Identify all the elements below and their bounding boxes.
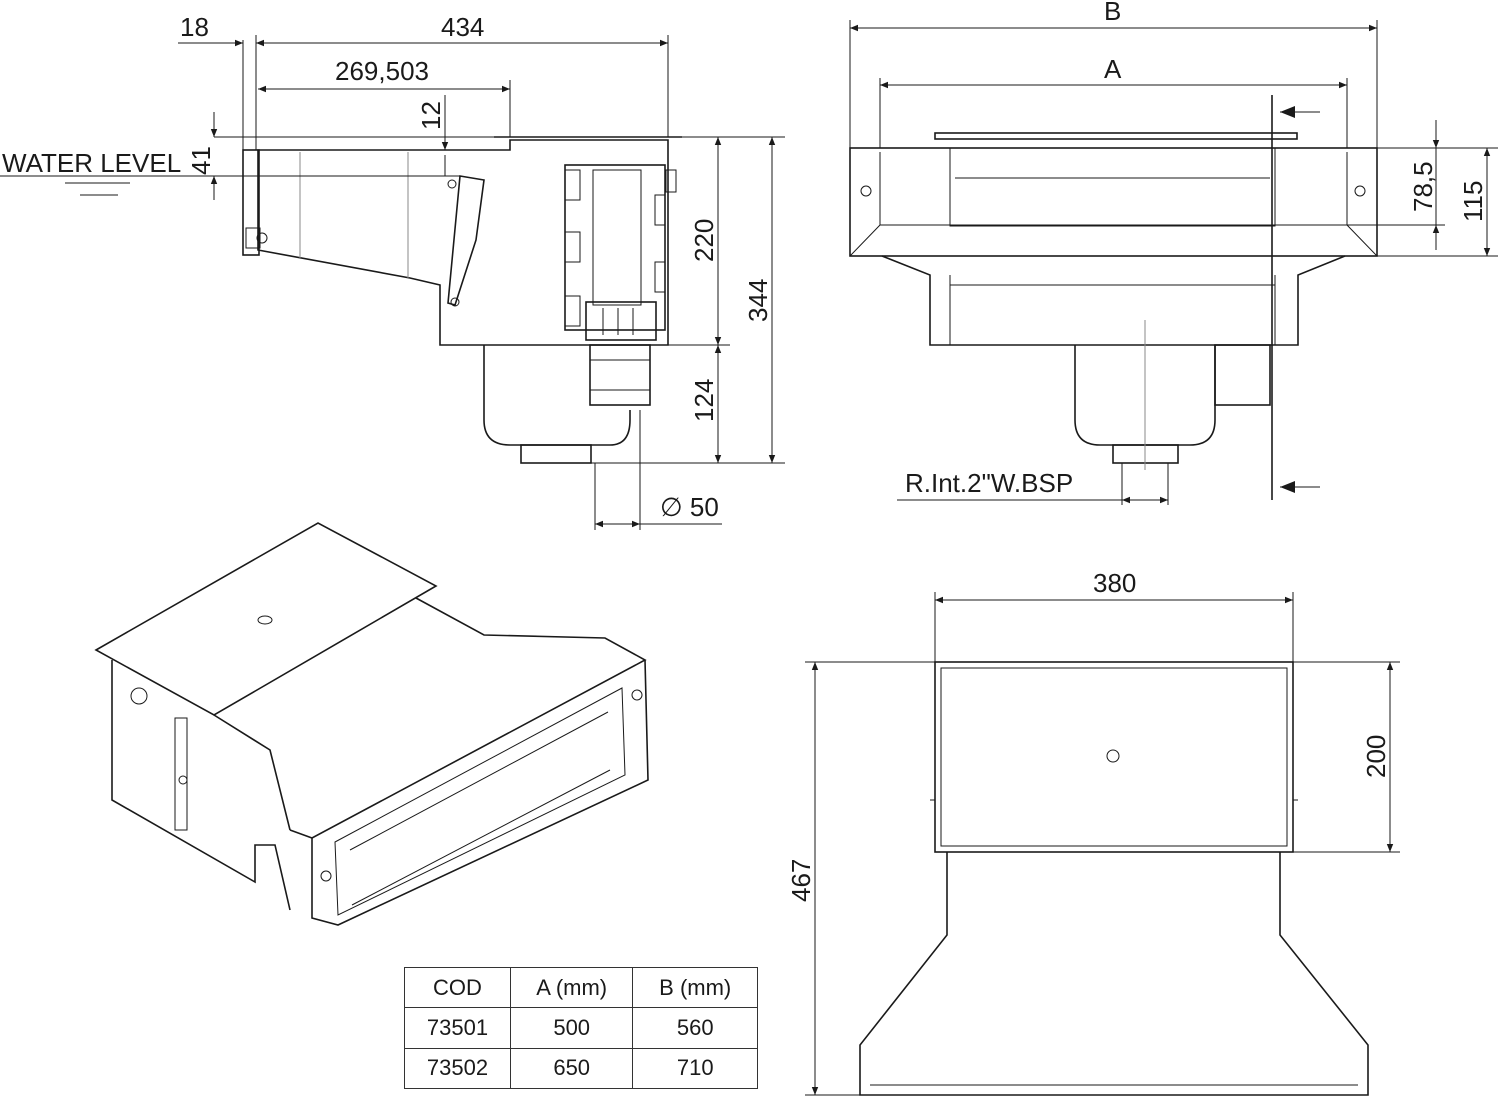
cell-cod: 73502	[404, 1047, 511, 1090]
cell-b: 710	[632, 1047, 758, 1090]
dim-A: A	[1104, 54, 1122, 84]
header-cod: COD	[404, 966, 511, 1009]
table-row: 73502 650 710	[404, 1047, 758, 1090]
dim-380: 380	[1093, 568, 1136, 598]
dim-B: B	[1104, 0, 1121, 26]
top-view: 380 200 467	[786, 568, 1400, 1096]
water-level-label: WATER LEVEL	[2, 148, 181, 178]
side-view: WATER LEVEL 18 434 269,503 12 41 220 344…	[0, 12, 785, 530]
table-row: 73501 500 560	[404, 1007, 758, 1049]
dim-220: 220	[689, 219, 719, 262]
dim-115: 115	[1458, 181, 1488, 222]
dim-18: 18	[180, 12, 209, 42]
dim-78-5: 78,5	[1408, 161, 1438, 212]
dim-269-503: 269,503	[335, 56, 429, 86]
thread-label: R.Int.2"W.BSP	[905, 468, 1073, 498]
model-dimension-table: COD A (mm) B (mm) 73501 500 560 73502 65…	[404, 966, 758, 1090]
header-a: A (mm)	[509, 966, 634, 1009]
dim-344: 344	[743, 279, 773, 322]
dim-200: 200	[1361, 735, 1391, 778]
dim-diameter-50: ∅ 50	[660, 492, 719, 522]
cell-b: 560	[632, 1007, 758, 1049]
isometric-view	[94, 522, 649, 926]
dim-434: 434	[441, 12, 484, 42]
table-header-row: COD A (mm) B (mm)	[404, 966, 758, 1009]
cell-cod: 73501	[404, 1007, 511, 1049]
cell-a: 650	[509, 1047, 634, 1090]
dim-124: 124	[689, 379, 719, 422]
cell-a: 500	[509, 1007, 634, 1049]
dim-41: 41	[186, 146, 216, 175]
header-b: B (mm)	[632, 966, 758, 1009]
front-view: B A 78,5 115 R.Int.2"W.BSP	[849, 0, 1498, 505]
dim-467: 467	[786, 859, 816, 902]
dim-12: 12	[416, 101, 446, 130]
